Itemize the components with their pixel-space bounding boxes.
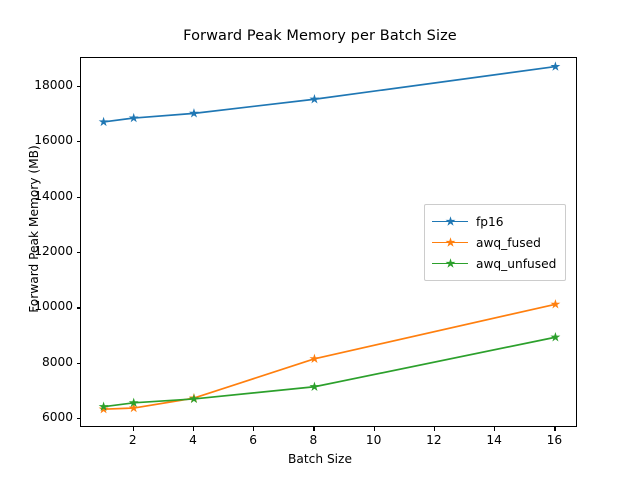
x-tick-label: 6: [249, 433, 258, 447]
x-tick-label: 10: [365, 433, 382, 447]
x-tick-label: 8: [309, 433, 318, 447]
series-marker-awq_unfused: [309, 381, 320, 391]
x-tick-mark: [433, 427, 436, 431]
series-marker-fp16: [189, 108, 199, 118]
y-tick-mark: [76, 141, 80, 143]
y-tick-label: 12000: [34, 244, 73, 259]
series-marker-awq_fused: [309, 353, 320, 364]
y-tick-label: 16000: [34, 133, 73, 148]
legend-swatch-icon: [432, 215, 468, 229]
series-marker-fp16: [550, 61, 561, 71]
x-tick-label: 4: [189, 433, 197, 447]
y-tick-label: 18000: [34, 78, 73, 93]
x-tick-label: 12: [426, 433, 442, 447]
y-tick-label: 6000: [41, 410, 73, 425]
legend-item-awq_fused[interactable]: awq_fused: [432, 232, 556, 253]
x-axis-label: Batch Size: [288, 452, 352, 466]
series-canvas: [98, 61, 561, 414]
y-tick-mark: [76, 196, 80, 198]
legend-label: fp16: [476, 214, 504, 229]
series-marker-awq_fused: [98, 403, 109, 414]
y-tick-mark: [76, 252, 80, 254]
x-tick-mark: [313, 427, 315, 431]
x-tick-mark: [132, 427, 134, 431]
series-marker-awq_unfused: [98, 401, 109, 411]
chart-title: Forward Peak Memory per Batch Size: [183, 28, 457, 44]
x-tick-mark: [253, 427, 255, 431]
y-tick-mark: [76, 307, 80, 309]
x-tick-label: 16: [546, 433, 563, 447]
series-marker-awq_unfused: [189, 393, 199, 404]
series-marker-awq_fused: [128, 402, 139, 413]
legend-item-awq_unfused[interactable]: awq_unfused: [432, 253, 556, 274]
x-tick-mark: [494, 427, 496, 431]
legend-swatch-icon: [432, 236, 468, 250]
series-marker-awq_unfused: [128, 397, 139, 408]
x-tick-label: 14: [486, 433, 502, 447]
y-tick-label: 8000: [41, 354, 73, 369]
x-tick-mark: [554, 427, 556, 431]
x-tick-mark: [192, 427, 195, 431]
series-line-awq_fused: [102, 303, 557, 411]
y-tick-label: 10000: [34, 299, 73, 314]
legend-label: awq_fused: [476, 235, 541, 250]
y-tick-label: 14000: [34, 188, 73, 203]
y-tick-mark: [76, 362, 80, 364]
legend-label: awq_unfused: [476, 256, 557, 271]
y-tick-mark: [76, 86, 80, 88]
series-line-fp16: [102, 65, 557, 123]
series-marker-awq_unfused: [550, 332, 561, 342]
series-line-awq_unfused: [102, 336, 557, 408]
x-tick-mark: [373, 427, 375, 431]
series-marker-fp16: [309, 94, 320, 104]
y-axis-label: Forward Peak Memory (MB): [27, 145, 41, 313]
series-marker-fp16: [98, 116, 109, 127]
x-tick-label: 2: [128, 433, 137, 447]
legend-swatch-icon: [432, 257, 468, 271]
series-marker-awq_fused: [550, 299, 561, 309]
y-tick-mark: [76, 418, 80, 420]
series-marker-fp16: [128, 112, 139, 123]
chart-legend[interactable]: fp16 awq_fused awq_unfused: [424, 204, 567, 281]
legend-item-fp16[interactable]: fp16: [432, 211, 556, 232]
